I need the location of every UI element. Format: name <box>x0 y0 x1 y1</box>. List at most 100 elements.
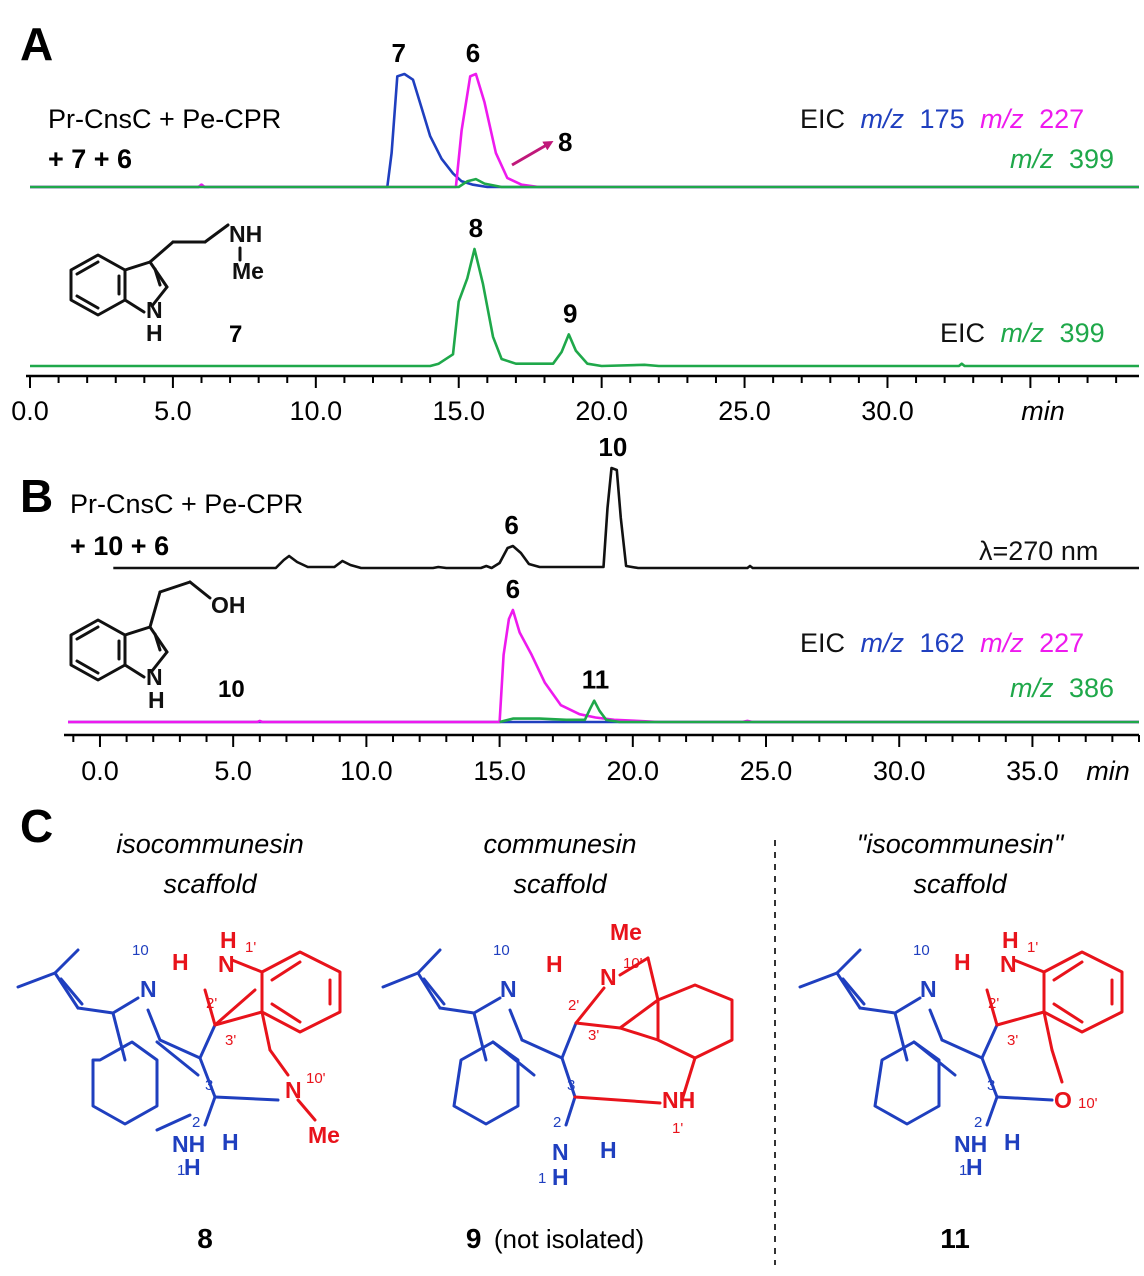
mz-prefix: m/z <box>1001 318 1045 348</box>
substrate-10-oh: OH <box>211 592 246 618</box>
atom-9-n10p: N <box>600 964 617 990</box>
compound-label-8: 8 <box>197 1223 213 1254</box>
scaffold-title-9: communesin <box>483 829 636 859</box>
atom-8-h: H <box>172 949 189 975</box>
atom-9-num-2: 2 <box>553 1114 561 1131</box>
atom-8-num-3: 3 <box>205 1077 213 1094</box>
x-tick-label-b-2: 10.0 <box>340 756 393 786</box>
x-tick-label-b-1: 5.0 <box>214 756 252 786</box>
x-axis-unit-b: min <box>1086 756 1130 786</box>
peak-label-b-2: 6 <box>506 574 520 604</box>
atom-11-n10: N <box>920 976 937 1002</box>
peak-label-b-0: 6 <box>504 510 518 540</box>
atom-11-h-c2: H <box>1004 1129 1021 1155</box>
atom-11-o: O <box>1054 1087 1072 1113</box>
atom-9-h-n1: H <box>552 1164 569 1190</box>
atom-11-num-10p: 10' <box>1078 1095 1098 1112</box>
series-line-b1-0 <box>113 466 1139 570</box>
arrow-label-8: 8 <box>558 127 572 157</box>
eic-label: EIC <box>940 318 985 348</box>
mz-prefix: m/z <box>1010 144 1054 174</box>
scaffold-subtitle-9: scaffold <box>513 869 607 899</box>
mz-value-162: 162 <box>920 628 965 658</box>
peak-label-b-3: 11 <box>582 665 610 695</box>
x-tick-label-b-3: 15.0 <box>473 756 526 786</box>
atom-8-h-c2: H <box>222 1129 239 1155</box>
atom-11-num-3p: 3' <box>1007 1032 1018 1049</box>
atom-11-num-1p: 1' <box>1027 939 1038 956</box>
atom-11-num-3: 3 <box>987 1077 995 1094</box>
x-tick-label-b-4: 20.0 <box>607 756 660 786</box>
eic-label: EIC <box>800 628 845 658</box>
x-tick-label-a-3: 15.0 <box>432 396 485 426</box>
mz-prefix: m/z <box>861 628 905 658</box>
mz-prefix: m/z <box>980 104 1024 134</box>
x-tick-label-b-7: 35.0 <box>1006 756 1059 786</box>
structure-8 <box>16 948 342 1132</box>
atom-9-me: Me <box>610 919 642 945</box>
atom-9-num-10p: 10' <box>623 955 643 972</box>
mz-value-227: 227 <box>1039 104 1084 134</box>
panel-label-a: A <box>20 18 53 70</box>
atom-11-num-2: 2 <box>974 1114 982 1131</box>
scaffold-title-8: isocommunesin <box>116 829 304 859</box>
panel-b-eic-legend: EIC m/z 162 m/z 227 <box>800 628 1084 658</box>
substrate-7-n: N <box>146 297 163 323</box>
x-tick-label-a-1: 5.0 <box>154 396 192 426</box>
substrate-7-h: H <box>146 320 163 346</box>
structure-11 <box>798 948 1124 1127</box>
atom-8-n10p: N <box>285 1077 302 1103</box>
atom-9-num-1p: 1' <box>672 1120 683 1137</box>
atom-11-num-2p: 2' <box>988 995 999 1012</box>
atom-8-h-n1: H <box>184 1154 201 1180</box>
atom-9-num-1: 1 <box>538 1170 546 1187</box>
mz-prefix: m/z <box>861 104 905 134</box>
x-axis-unit-a: min <box>1021 396 1065 426</box>
compound-label-11: 11 <box>940 1223 970 1254</box>
substrate-10-n: N <box>146 664 163 690</box>
atom-11-n-top: N <box>1000 951 1017 977</box>
x-tick-label-a-6: 30.0 <box>861 396 914 426</box>
atom-8-num-10: 10 <box>132 942 149 959</box>
atom-8-n10: N <box>140 976 157 1002</box>
atom-11-h: H <box>954 949 971 975</box>
mz-prefix: m/z <box>980 628 1024 658</box>
panel-b-condition-enzymes: Pr-CnsC + Pe-CPR <box>70 489 303 519</box>
peak-label-a-3: 9 <box>563 298 577 328</box>
atom-8-num-1: 1 <box>177 1162 185 1179</box>
series-line-a1-2 <box>30 177 1139 189</box>
atom-8-num-2p: 2' <box>206 995 217 1012</box>
atom-8-num-3p: 3' <box>225 1032 236 1049</box>
x-tick-label-a-2: 10.0 <box>290 396 343 426</box>
x-tick-label-b-6: 30.0 <box>873 756 926 786</box>
peak-label-a-2: 8 <box>469 213 483 243</box>
atom-9-num-3: 3 <box>567 1077 575 1094</box>
mz-value-399: 399 <box>1069 144 1114 174</box>
x-tick-label-a-0: 0.0 <box>11 396 49 426</box>
x-tick-label-b-0: 0.0 <box>81 756 119 786</box>
atom-11-h-top: H <box>1002 927 1019 953</box>
atom-11-nh: NH <box>954 1131 987 1157</box>
panel-a-condition-enzymes: Pr-CnsC + Pe-CPR <box>48 104 281 134</box>
substrate-7-label: 7 <box>229 321 242 348</box>
substrate-10-label: 10 <box>218 676 245 703</box>
mz-value-399: 399 <box>1060 318 1105 348</box>
panel-a-top-eic-legend-2: m/z 399 <box>1010 144 1114 174</box>
atom-9-h: H <box>546 951 563 977</box>
eic-label: EIC <box>800 104 845 134</box>
atom-8-h-top: H <box>220 927 237 953</box>
mz-prefix: m/z <box>1010 673 1054 703</box>
panel-b-condition-substrates: + 10 + 6 <box>70 531 169 561</box>
peak-label-a-1: 6 <box>466 38 480 68</box>
compound-label-9: 9 (not isolated) <box>466 1223 644 1254</box>
atom-8-num-1p: 1' <box>245 939 256 956</box>
compound-number-9: 9 <box>466 1223 482 1254</box>
atom-9-num-10: 10 <box>493 942 510 959</box>
substrate-10-structure <box>69 580 212 682</box>
scaffold-subtitle-8: scaffold <box>163 869 257 899</box>
substrate-7-nh: NH <box>229 221 262 247</box>
atom-11-num-1: 1 <box>959 1162 967 1179</box>
series-line-a1-1 <box>30 72 1139 189</box>
atom-9-n1: N <box>552 1139 569 1165</box>
